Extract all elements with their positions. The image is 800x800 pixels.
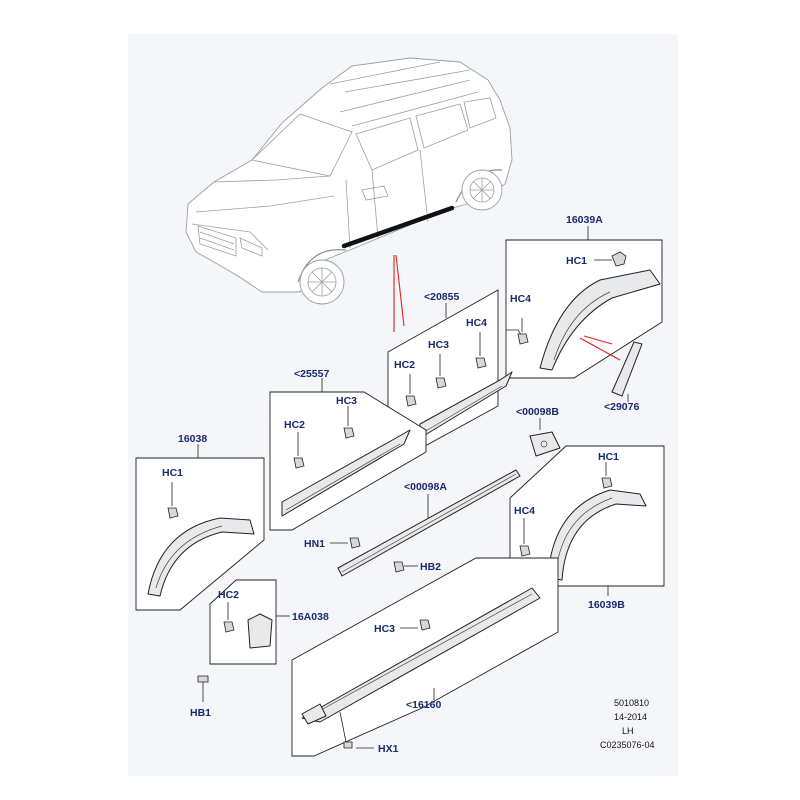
label-20855: <20855	[424, 291, 459, 303]
label-hx1: HX1	[378, 743, 399, 755]
group-16a038	[197, 579, 290, 702]
label-hn1: HN1	[304, 538, 325, 550]
label-hb2: HB2	[420, 561, 441, 573]
reference-date: 14-2014	[614, 712, 647, 722]
reference-code: C0235076-04	[600, 740, 655, 750]
reference-number: 5010810	[614, 698, 649, 708]
label-hc4: HC4	[514, 505, 535, 517]
label-16038: 16038	[178, 433, 207, 445]
sill-highlight	[341, 205, 455, 249]
label-hc3: HC3	[374, 623, 395, 635]
label-hc3: HC3	[428, 339, 449, 351]
label-hc4: HC4	[466, 317, 487, 329]
label-16a038: 16A038	[292, 611, 329, 623]
label-25557: <25557	[294, 368, 329, 380]
label-hb1: HB1	[190, 707, 211, 719]
label-hc3: HC3	[336, 395, 357, 407]
part-00098b	[529, 418, 561, 457]
vehicle-illustration	[185, 57, 513, 305]
group-25557	[269, 378, 427, 531]
part-29076	[611, 341, 643, 402]
label-hc2: HC2	[284, 419, 305, 431]
label-hc4: HC4	[510, 293, 531, 305]
reference-side: LH	[622, 726, 634, 736]
indicator-line-right	[395, 254, 405, 327]
group-16160	[291, 557, 559, 757]
reference-block: 5010810 14-2014 LH C0235076-04	[600, 698, 655, 750]
label-16039b: 16039B	[588, 599, 625, 611]
label-hc1: HC1	[566, 255, 587, 267]
label-16039a: 16039A	[566, 214, 603, 226]
group-16039a	[505, 226, 663, 379]
label-hc2: HC2	[218, 589, 239, 601]
label-29076: <29076	[604, 401, 639, 413]
label-hc2: HC2	[394, 359, 415, 371]
part-00098a	[330, 469, 521, 577]
label-00098b: <00098B	[516, 406, 559, 418]
label-hc1: HC1	[598, 451, 619, 463]
group-16038	[135, 444, 265, 611]
label-16160: <16160	[406, 699, 441, 711]
label-00098a: <00098A	[404, 481, 447, 493]
group-16039b	[509, 445, 665, 596]
group-20855	[387, 289, 513, 453]
label-hc1: HC1	[162, 467, 183, 479]
